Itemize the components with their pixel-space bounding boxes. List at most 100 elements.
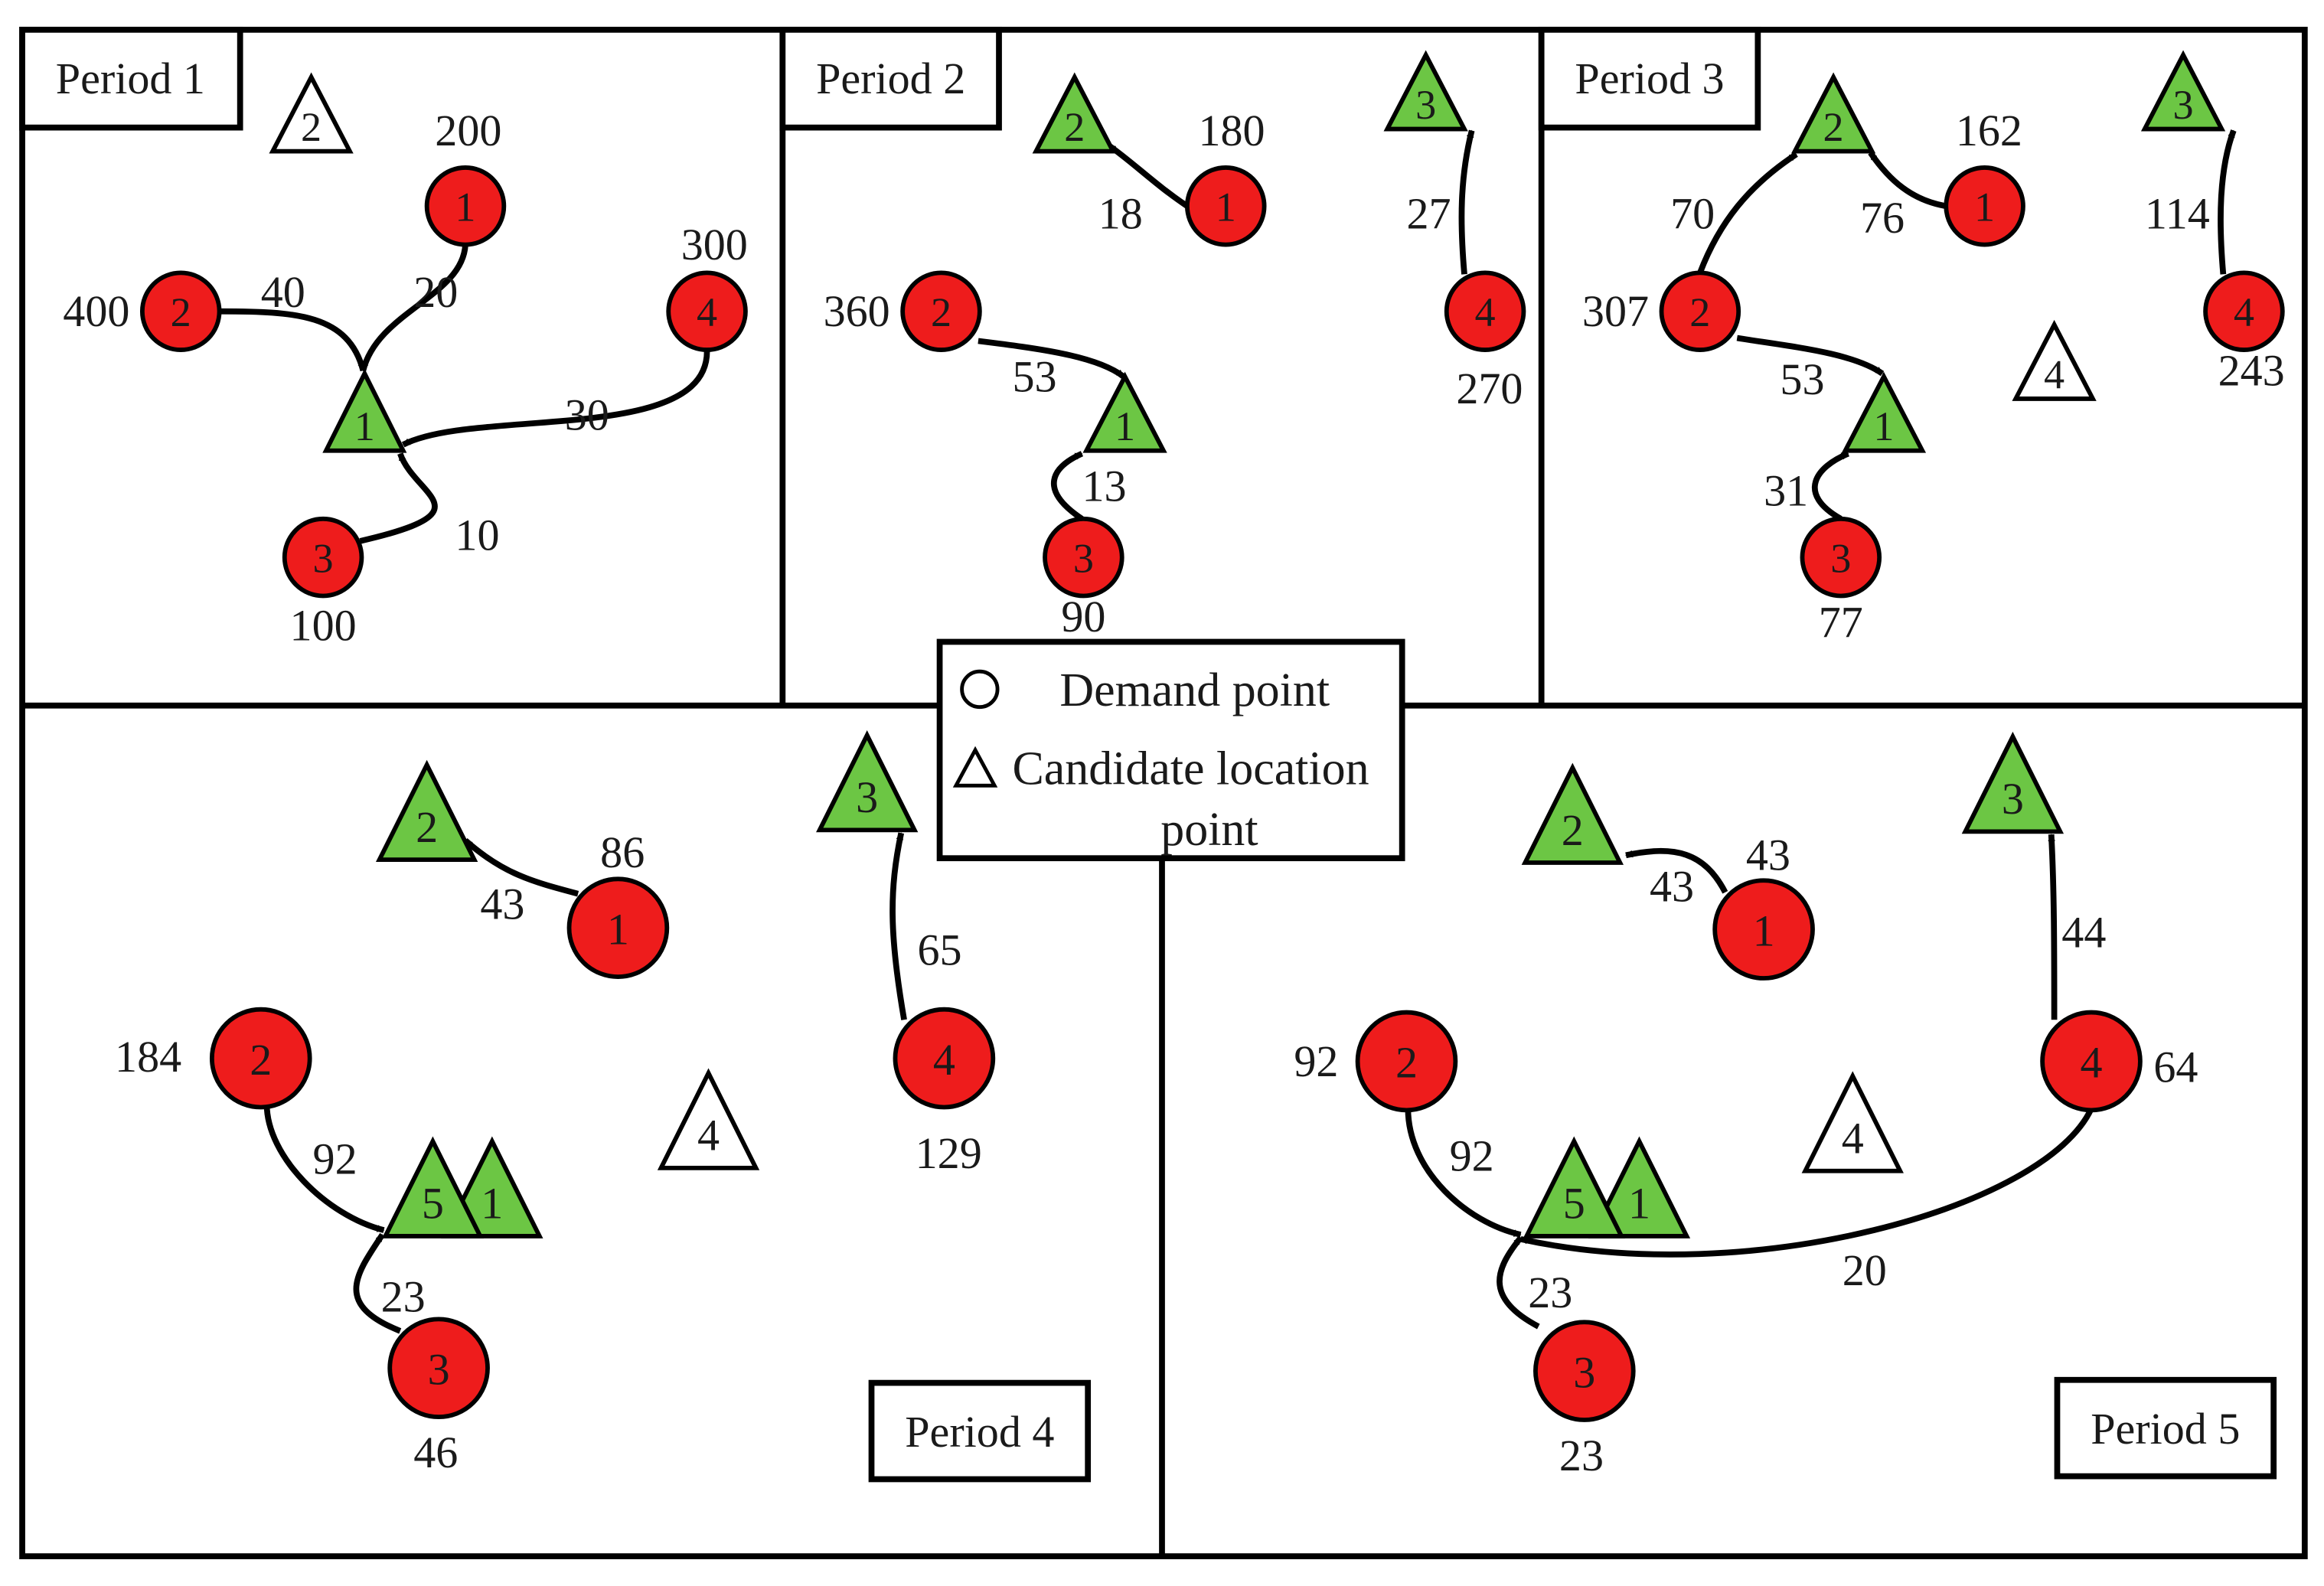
flow-value: 20	[413, 267, 458, 317]
flow-value: 13	[1082, 462, 1126, 511]
legend: Demand point Candidate location point	[936, 638, 1405, 862]
flow-arrow	[978, 338, 1126, 380]
flow-labels: 43 44 92 23 20	[1450, 861, 2107, 1317]
flow-value: 18	[1098, 188, 1143, 238]
candidate-site-4-closed: 4	[1801, 1071, 1904, 1173]
candidate-site-1-open: 1	[1841, 371, 1927, 453]
period-label-box	[868, 1379, 1092, 1483]
flow-arrow	[360, 244, 468, 372]
demand-point-2: 2 307	[1582, 270, 1741, 352]
site-id: 4	[1842, 1114, 1864, 1163]
site-triangle	[2140, 50, 2226, 132]
site-triangle	[269, 72, 354, 154]
legend-box	[936, 638, 1405, 862]
facilities: 2 1	[269, 72, 407, 453]
demand-id: 4	[1475, 289, 1496, 335]
flow-value: 114	[2145, 188, 2210, 238]
candidate-site-3-open: 3	[2140, 50, 2226, 132]
candidate-site-5-open: 5	[381, 1136, 485, 1238]
flow-value: 92	[1450, 1131, 1494, 1181]
demand-points: 1 43 2 92 3 23 4 64	[1294, 831, 2198, 1480]
demand-circle	[1355, 1010, 1458, 1113]
flow-arrow	[1107, 142, 1190, 209]
flow-arrow	[2048, 834, 2058, 1020]
demand-point-2: 2 184	[115, 1007, 312, 1110]
demand-point-4: 4 243	[2203, 270, 2285, 396]
flow-arrow	[353, 1232, 402, 1334]
flow-value: 40	[261, 267, 305, 317]
flow-arrow	[263, 1104, 385, 1233]
demand-id: 2	[250, 1035, 272, 1085]
demand-value: 180	[1198, 106, 1265, 155]
candidate-site-2-open: 2	[375, 759, 478, 863]
site-id: 3	[2173, 82, 2194, 128]
site-triangle	[1961, 731, 2065, 834]
demand-id: 1	[455, 184, 475, 230]
site-triangle	[657, 1068, 760, 1170]
flows	[1405, 834, 2094, 1330]
demand-value: 100	[290, 601, 357, 651]
demand-id: 2	[171, 289, 191, 335]
flow-arrow	[1697, 152, 1798, 274]
demand-point-1: 1 162	[1944, 106, 2025, 247]
candidate-site-2-open: 2	[1521, 762, 1624, 865]
demand-circle	[282, 516, 364, 599]
flow-value: 23	[1528, 1268, 1572, 1317]
demand-point-4: 4 270	[1444, 270, 1526, 413]
site-triangle	[1523, 1136, 1625, 1238]
demand-circle	[1185, 165, 1267, 247]
candidate-site-2-open: 2	[1032, 72, 1117, 154]
demand-value: 270	[1456, 364, 1523, 413]
site-id: 2	[1562, 805, 1584, 855]
candidate-site-4-closed: 4	[657, 1068, 760, 1170]
demand-id: 1	[1974, 184, 1995, 230]
demand-circle	[387, 1317, 490, 1420]
demand-value: 46	[413, 1428, 458, 1477]
flow-labels: 40 20 30 10	[261, 267, 609, 560]
flow-labels: 18 27 53 13	[1012, 188, 1451, 511]
candidate-site-1-open: 1	[1588, 1136, 1691, 1238]
flow-arrow	[1868, 151, 1947, 210]
candidate-site-3-open: 3	[1961, 731, 2065, 834]
flow-value: 10	[455, 510, 499, 560]
demand-id: 3	[428, 1345, 450, 1395]
flow-value: 43	[1650, 861, 1694, 911]
demand-value: 43	[1746, 831, 1790, 880]
demand-circle	[1800, 516, 1882, 599]
demand-point-3: 3 90	[1043, 516, 1124, 641]
demand-id: 4	[2234, 289, 2254, 335]
demand-value: 400	[63, 286, 129, 336]
site-id: 1	[1628, 1179, 1650, 1229]
flow-arrow	[359, 452, 438, 544]
demand-point-4: 4 64	[2040, 1010, 2198, 1113]
demand-id: 1	[1753, 906, 1775, 955]
site-triangle	[1032, 72, 1117, 154]
site-id: 3	[856, 772, 878, 822]
flow-value: 65	[918, 925, 962, 975]
demand-id: 1	[1216, 184, 1236, 230]
demand-circle	[1944, 165, 2025, 247]
demand-id: 3	[1830, 536, 1851, 582]
flow-value: 20	[1843, 1245, 1887, 1295]
panel-period-5: Period 5 2 3 4 1	[1294, 731, 2277, 1480]
site-id: 5	[1563, 1179, 1585, 1229]
flow-arrow	[1405, 1108, 1522, 1238]
flow-value: 92	[313, 1134, 357, 1184]
flows	[219, 244, 710, 544]
site-id: 1	[481, 1179, 503, 1229]
period-label-box	[779, 26, 1002, 131]
site-id: 3	[1415, 82, 1436, 128]
demand-circle	[1659, 270, 1741, 352]
site-id: 1	[1115, 403, 1135, 449]
candidate-site-3-open: 3	[1383, 50, 1468, 132]
demand-points: 1 180 2 360 3 90 4 270	[824, 106, 1526, 641]
flows	[978, 129, 1475, 522]
demand-point-3: 3 46	[387, 1317, 490, 1477]
flow-arrow	[1812, 451, 1849, 522]
demand-circle	[900, 270, 982, 352]
demand-circle	[424, 165, 507, 247]
site-triangle	[1588, 1136, 1691, 1238]
site-id: 2	[1823, 104, 1844, 150]
flow-value: 27	[1406, 188, 1451, 238]
flow-value: 53	[1780, 354, 1824, 404]
